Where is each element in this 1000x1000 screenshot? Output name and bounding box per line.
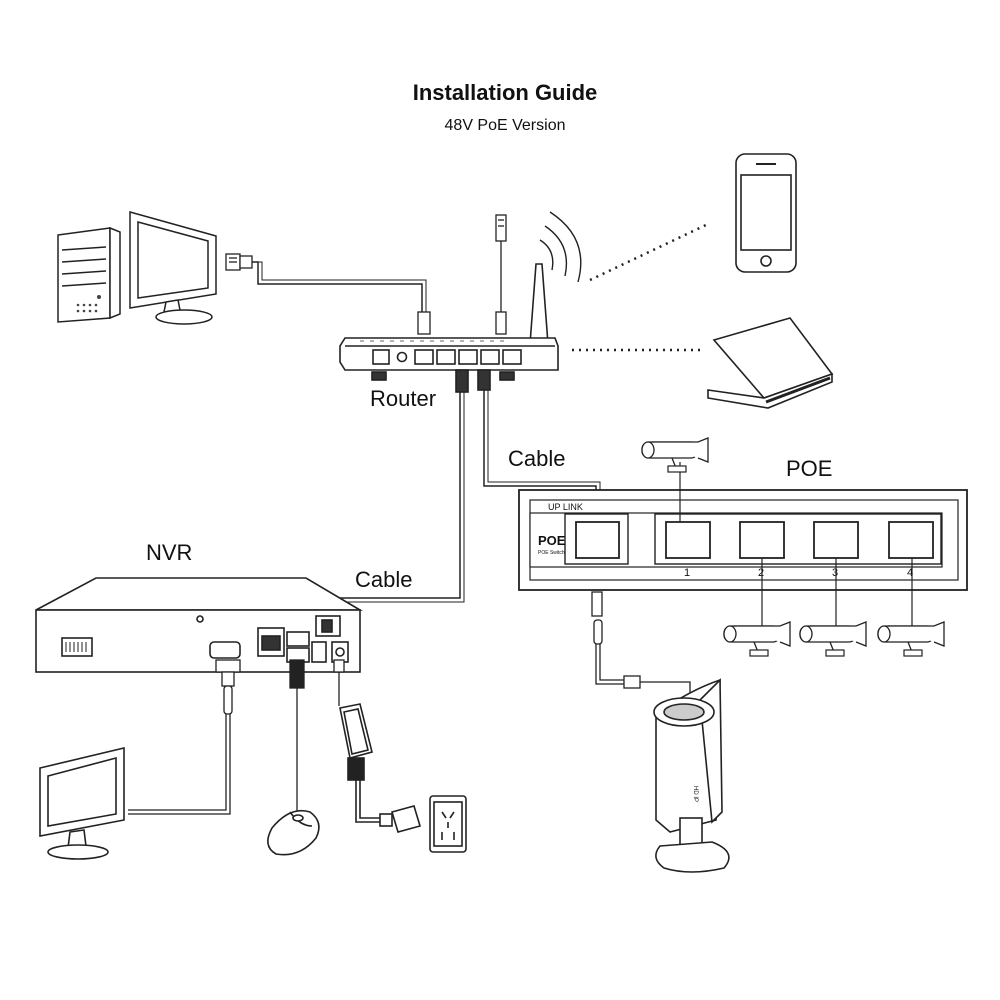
poe-camera-cable [591,591,691,708]
poe-brand-label: POE [538,533,566,548]
svg-text:HD IP: HD IP [692,786,698,802]
monitor-icon-bottom [39,746,125,860]
bullet-camera-icon-port3 [799,621,867,657]
mouse-cable [289,659,305,812]
cable-label-router-nvr: Cable [355,567,413,592]
poe-port-4-label: 4 [907,567,913,579]
poe-port-1-label: 1 [684,567,690,579]
router-icon [339,263,559,393]
bullet-camera-icon-large: HD IP [653,678,730,873]
network-plug-icon [225,253,253,271]
monitor-icon [129,211,217,325]
router-label: Router [370,386,437,411]
poe-switch-icon [518,489,968,591]
poe-caption-label: POE Switch [538,550,565,556]
desktop-pc-icon [57,226,121,323]
vga-cable [128,659,241,815]
laptop-icon [707,317,834,409]
bullet-camera-icon-port2 [723,621,791,657]
poe-port-2-label: 2 [758,567,764,579]
power-cable [333,659,345,706]
poe-label: POE [786,456,833,481]
page-title: Installation Guide [412,80,598,105]
bullet-camera-icon-port4 [877,621,945,657]
wireless-link-phone [589,222,709,282]
ethernet-plug-pc-icon [417,311,431,335]
cable-label-router-poe: Cable [508,446,566,471]
power-adapter-icon [339,703,422,833]
ethernet-plug-top-icon [495,214,507,335]
mouse-icon [267,809,320,856]
nvr-icon [35,577,363,673]
power-outlet-icon [429,795,467,853]
smartphone-icon [735,153,797,273]
nvr-label: NVR [146,540,193,565]
wifi-signal-icon [539,211,582,283]
page-subtitle: 48V PoE Version [444,117,566,134]
poe-uplink-label: UP LINK [548,502,583,512]
poe-port-3-label: 3 [832,567,838,579]
bullet-camera-icon-port1 [641,437,709,473]
